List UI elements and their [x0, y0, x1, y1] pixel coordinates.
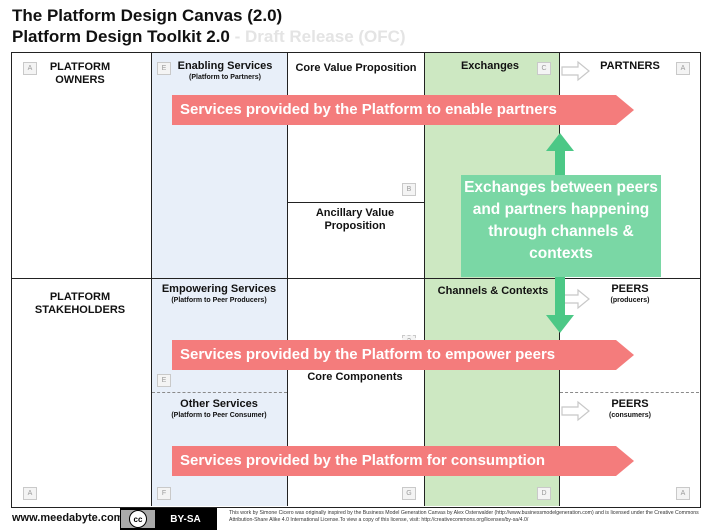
- canvas-subtitle: Platform Design Toolkit 2.0 - Draft Rele…: [12, 27, 406, 47]
- banner-arrow-shape: [172, 446, 634, 476]
- banner-arrow-shape: [172, 95, 634, 125]
- enabling-services-label: Enabling Services: [177, 60, 273, 72]
- block-letter-tag: D: [537, 487, 551, 500]
- block-letter-tag: A: [676, 487, 690, 500]
- enable-partners-banner-text: Services provided by the Platform to ena…: [180, 101, 557, 118]
- divider: [560, 392, 699, 393]
- site-link[interactable]: www.meedabyte.com: [12, 512, 124, 524]
- grid-line: [424, 53, 425, 506]
- other-services-subtitle: (Platform to Peer Consumer): [171, 412, 267, 419]
- platform-stakeholders-heading: PLATFORM STAKEHOLDERS: [34, 291, 126, 316]
- core-value-proposition-heading: Core Value Proposition: [295, 62, 417, 74]
- peers-consumers-subtitle: (consumers): [608, 412, 651, 419]
- peers-consumers-heading: PEERS (consumers): [590, 398, 670, 420]
- enabling-services-heading: Enabling Services (Platform to Partners): [165, 60, 285, 82]
- block-letter-tag: G: [402, 487, 416, 500]
- canvas-title: The Platform Design Canvas (2.0): [12, 6, 283, 25]
- consumption-banner-text: Services provided by the Platform for co…: [180, 452, 546, 469]
- arrow-right-icon: [561, 400, 590, 422]
- grid-line: [287, 202, 424, 203]
- exchanges-heading: Exchanges: [460, 60, 520, 72]
- peers-producers-heading: PEERS (producers): [590, 283, 670, 305]
- empowering-services-subtitle: (Platform to Peer Producers): [171, 297, 267, 304]
- cc-by-sa-label: BY-SA: [170, 513, 201, 525]
- block-letter-tag: E: [157, 62, 171, 75]
- toolkit-label: Platform Design Toolkit 2.0: [12, 27, 230, 46]
- ancillary-value-proposition-heading: Ancillary Value Proposition: [315, 207, 395, 232]
- arrow-right-icon: [561, 60, 590, 82]
- canvas-grid: [11, 52, 701, 508]
- other-services-label: Other Services: [180, 398, 258, 410]
- grid-line: [287, 53, 288, 506]
- block-letter-tag: E: [157, 374, 171, 387]
- draft-release-label: - Draft Release (OFC): [229, 27, 406, 46]
- consumption-banner: Services provided by the Platform for co…: [172, 446, 634, 476]
- cc-icon: cc: [129, 510, 147, 528]
- peers-producers-subtitle: (producers): [610, 297, 650, 304]
- exchanges-callout: Exchanges between peers and partners hap…: [461, 175, 661, 277]
- partners-heading: PARTNERS: [600, 60, 660, 72]
- block-letter-tag: F: [157, 487, 171, 500]
- divider: [152, 392, 287, 393]
- empowering-services-heading: Empowering Services (Platform to Peer Pr…: [153, 283, 285, 305]
- peers-producers-label: PEERS: [611, 283, 649, 295]
- services-column-bg: [151, 53, 287, 506]
- block-letter-tag: B: [402, 183, 416, 196]
- grid-line: [151, 53, 152, 506]
- block-letter-tag: A: [23, 487, 37, 500]
- banner-arrow-shape: [172, 340, 634, 370]
- other-services-heading: Other Services (Platform to Peer Consume…: [153, 398, 285, 420]
- grid-line: [11, 278, 700, 279]
- block-letter-tag: A: [676, 62, 690, 75]
- enabling-services-subtitle: (Platform to Partners): [189, 74, 261, 81]
- channels-contexts-heading: Channels & Contexts: [437, 285, 549, 297]
- empowering-services-label: Empowering Services: [161, 283, 277, 295]
- cc-logo: cc: [121, 510, 155, 528]
- cc-license-badge[interactable]: cc BY-SA: [120, 508, 217, 530]
- license-text: This work by Simone Cicero was originall…: [229, 510, 699, 523]
- empower-peers-banner: Services provided by the Platform to emp…: [172, 340, 634, 370]
- platform-owners-heading: PLATFORM OWNERS: [49, 61, 111, 86]
- exchanges-column-bg: [425, 53, 559, 506]
- peers-consumers-label: PEERS: [611, 398, 649, 410]
- block-letter-tag: A: [23, 62, 37, 75]
- block-letter-tag: C: [537, 62, 551, 75]
- enable-partners-banner: Services provided by the Platform to ena…: [172, 95, 634, 125]
- empower-peers-banner-text: Services provided by the Platform to emp…: [180, 346, 556, 363]
